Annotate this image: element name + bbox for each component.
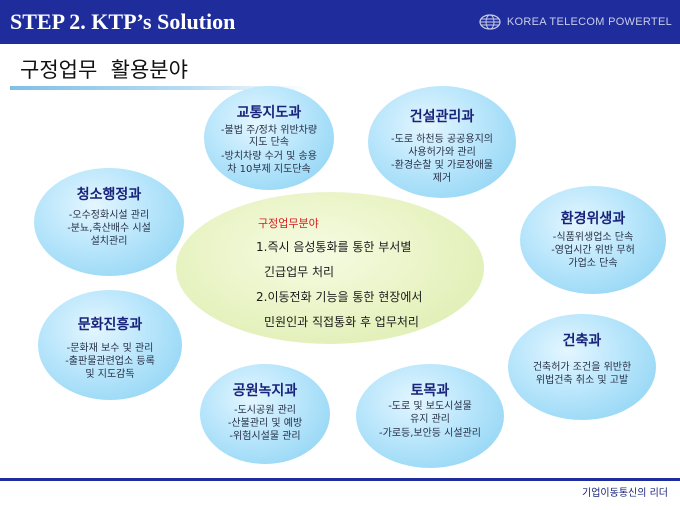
center-line: 1.즉시 음성통화를 통한 부서별 bbox=[256, 240, 412, 254]
bubble-line: -영업시간 위반 무허 bbox=[551, 245, 635, 256]
bubble-title: 문화진흥과 bbox=[77, 317, 143, 333]
bubble-line: -도시공원 관리 bbox=[234, 405, 296, 416]
bubble-line: 및 지도감독 bbox=[85, 369, 135, 380]
bubble-building: 건축과 건축허가 조건을 위반한 위법건축 취소 및 고발 bbox=[508, 314, 656, 420]
bubble-line: -가로등,보안등 시설관리 bbox=[379, 428, 481, 439]
brand: KOREA TELECOM POWERTEL bbox=[479, 14, 672, 30]
bubble-title: 교통지도과 bbox=[236, 105, 302, 121]
bubble-line: 유지 관리 bbox=[410, 414, 450, 425]
bubble-line: -출판물관련업소 등록 bbox=[65, 356, 155, 367]
bubble-line: 제거 bbox=[432, 173, 452, 184]
bubble-construction: 건설관리과 -도로 하천등 공공용지의 사용허가와 관리 -환경순찰 및 가로장… bbox=[368, 86, 516, 198]
footer-slogan: 기업이동통신의 리더 bbox=[582, 488, 668, 499]
bubble-line: -오수정화시설 관리 bbox=[68, 210, 150, 221]
bubble-title: 공원녹지과 bbox=[232, 383, 298, 399]
bubble-line: -방치차량 수거 및 송용 bbox=[221, 151, 317, 162]
bubble-line: 가업소 단속 bbox=[568, 258, 618, 269]
bubble-line: -산불관리 및 예방 bbox=[227, 418, 303, 429]
bubble-title: 청소행정과 bbox=[76, 187, 142, 203]
center-ellipse: 구정업무분야 1.즉시 음성통화를 통한 부서별 긴급업무 처리 2.이동전화 … bbox=[176, 192, 484, 344]
bubble-line: -분뇨,축산배수 시설 bbox=[67, 223, 151, 234]
brand-name: KOREA TELECOM POWERTEL bbox=[506, 16, 672, 28]
bubble-traffic: 교통지도과 -불법 주/정차 위반차량 지도 단속 -방치차량 수거 및 송용 … bbox=[204, 86, 334, 190]
bubble-line: 건축허가 조건을 위반한 bbox=[532, 362, 632, 373]
center-line: 2.이동전화 기능을 통한 현장에서 bbox=[256, 290, 423, 304]
bubble-line: 차 10부제 지도단속 bbox=[227, 164, 311, 175]
bubble-line: -위험시설물 관리 bbox=[229, 431, 301, 442]
bubble-line: 설치관리 bbox=[90, 236, 128, 247]
bubble-line: 지도 단속 bbox=[249, 137, 289, 148]
bubble-title: 환경위생과 bbox=[560, 211, 626, 227]
bubble-line: -환경순찰 및 가로장애물 bbox=[391, 160, 493, 171]
bubble-line: 사용허가와 관리 bbox=[408, 147, 476, 158]
slide-title: STEP 2. KTP’s Solution bbox=[10, 9, 236, 34]
bubble-title: 건설관리과 bbox=[409, 109, 475, 125]
header-bar: STEP 2. KTP’s Solution KOREA TELECOM POW… bbox=[0, 0, 680, 44]
bubble-environment: 환경위생과 -식품위생업소 단속 -영업시간 위반 무허 가업소 단속 bbox=[520, 186, 666, 294]
bubble-line: -도로 및 보도시설물 bbox=[388, 401, 472, 412]
bubble-culture: 문화진흥과 -문화재 보수 및 관리 -출판물관련업소 등록 및 지도감독 bbox=[38, 290, 182, 400]
bubble-line: -문화재 보수 및 관리 bbox=[66, 343, 154, 354]
bubble-line: -도로 하천등 공공용지의 bbox=[391, 134, 493, 145]
footer-divider bbox=[0, 478, 680, 481]
bubble-line: -불법 주/정차 위반차량 bbox=[220, 125, 318, 136]
bubble-title: 건축과 bbox=[562, 333, 602, 349]
bubble-civil: 토목과 -도로 및 보도시설물 유지 관리 -가로등,보안등 시설관리 bbox=[356, 364, 504, 468]
bubble-title: 토목과 bbox=[410, 383, 450, 399]
center-line: 민원인과 직접통화 후 업무처리 bbox=[264, 315, 419, 329]
subtitle-underline bbox=[10, 86, 310, 90]
bubble-cleaning: 청소행정과 -오수정화시설 관리 -분뇨,축산배수 시설 설치관리 bbox=[34, 168, 184, 276]
section-subtitle: 구정업무 활용분야 bbox=[20, 58, 188, 82]
center-title: 구정업무분야 bbox=[258, 217, 319, 230]
bubble-line: 위법건축 취소 및 고발 bbox=[535, 375, 629, 386]
bubble-park: 공원녹지과 -도시공원 관리 -산불관리 및 예방 -위험시설물 관리 bbox=[200, 364, 330, 464]
center-line: 긴급업무 처리 bbox=[264, 265, 335, 279]
globe-logo-icon bbox=[479, 14, 501, 30]
bubble-line: -식품위생업소 단속 bbox=[552, 232, 634, 243]
